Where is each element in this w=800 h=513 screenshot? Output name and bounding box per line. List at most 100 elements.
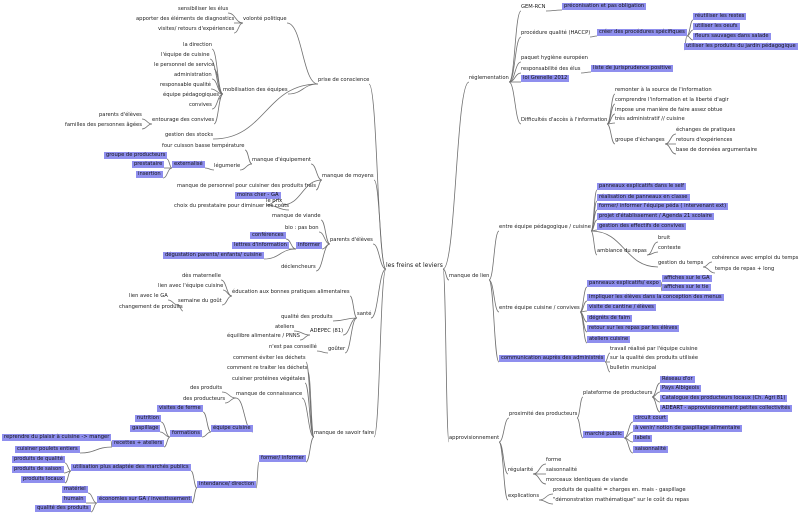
mindmap-node-equipe-pedagogiques[interactable]: équipe pédagogiques: [163, 92, 219, 98]
mindmap-node-equilibre-alimentaire-pnns[interactable]: équilibre alimentaire / PNNS: [227, 333, 300, 339]
mindmap-node-former-informer-l-equipe-peda-intervenan[interactable]: former/ informer l'équipe péda ( interve…: [597, 203, 729, 210]
mindmap-node-nutrition[interactable]: nutrition: [135, 415, 162, 422]
mindmap-node-realisation-de-panneaux-en-classe[interactable]: réalisation de panneaux en classe: [597, 194, 690, 201]
mindmap-node-parents-d-eleves[interactable]: parents d'élèves: [330, 237, 373, 243]
mindmap-node-informer[interactable]: informer: [296, 242, 323, 249]
mindmap-node-manque-de-connaissance[interactable]: manque de connaissance: [236, 391, 303, 397]
mindmap-node-saisonnalite[interactable]: saisonnalité: [546, 467, 578, 473]
mindmap-node-manque-de-viande[interactable]: manque de viande: [272, 213, 321, 219]
mindmap-node-base-de-donnees-argumentaire[interactable]: base de données argumentaire: [676, 147, 758, 153]
mindmap-node-marche-public[interactable]: marché public: [583, 431, 624, 438]
mindmap-node-labels[interactable]: labels: [633, 435, 653, 442]
mindmap-node-des-produits[interactable]: des produits: [190, 385, 223, 391]
mindmap-node-l-equipe-de-cuisine[interactable]: l'équipe de cuisine: [161, 52, 210, 58]
mindmap-node-bio-pas-bon[interactable]: bio : pas bon: [285, 225, 319, 231]
mindmap-node-le-prix[interactable]: le prix: [266, 198, 283, 204]
mindmap-node-forme[interactable]: forme: [546, 457, 562, 463]
mindmap-node-reprendre-du-plaisir-a-cuisine-manger[interactable]: reprendre du plaisir à cuisine -> manger: [2, 434, 112, 441]
mindmap-node-mobilisation-des-equipes[interactable]: mobilisation des équipes: [223, 87, 288, 93]
mindmap-node-gestion-des-stocks[interactable]: gestion des stocks: [165, 132, 214, 138]
mindmap-node-choix-du-prestataire-pour-diminuer-les-c[interactable]: choix du prestataire pour diminuer les c…: [174, 203, 289, 209]
mindmap-node-produits-de-saison[interactable]: produits de saison: [12, 466, 64, 473]
mindmap-node-economies-sur-ga-investissement[interactable]: économies sur GA / investissement: [97, 496, 193, 503]
mindmap-node-affiches-sur-le-tie[interactable]: affiches sur le tie: [662, 284, 711, 291]
mindmap-node-manque-de-savoir-faire[interactable]: manque de savoir faire: [314, 430, 375, 436]
mindmap-node-a-venir-notion-de-gaspillage-alimentaire[interactable]: à venir/ notion de gaspillage alimentair…: [633, 425, 743, 432]
mindmap-node-procedure-qualite-haccp[interactable]: procédure qualité (HACCP): [521, 30, 591, 36]
mindmap-node-qualite-des-produits[interactable]: qualité des produits: [281, 314, 333, 320]
mindmap-node-comprendre-l-information-et-la-liberte-d[interactable]: comprendre l'information et la liberté d…: [615, 97, 729, 103]
mindmap-node-intendance-direction[interactable]: intendance/ direction: [197, 481, 257, 488]
mindmap-node-responsabilite-des-elus[interactable]: responsabilité des élus: [521, 66, 581, 72]
mindmap-node-cuisiner-poulets-entiers[interactable]: cuisiner poulets entiers: [15, 446, 80, 453]
mindmap-node-declencheurs[interactable]: déclencheurs: [281, 264, 316, 270]
mindmap-node-four-cuisson-basse-temperature[interactable]: four cuisson basse température: [162, 143, 245, 149]
mindmap-node-sante[interactable]: santé: [357, 311, 372, 317]
mindmap-node-visite-de-cantine-eleves[interactable]: visite de cantine / élèves: [587, 304, 656, 311]
mindmap-node-prestataire[interactable]: prestataire: [132, 161, 165, 168]
mindmap-node-echanges-de-pratiques[interactable]: échanges de pratiques: [676, 127, 736, 133]
mindmap-node-temps-de-repas-long[interactable]: temps de repas + long: [715, 266, 775, 272]
mindmap-node-reseau-d-or[interactable]: Réseau d'or: [660, 376, 695, 383]
mindmap-node-impose-une-maniere-de-faire-assez-obtue[interactable]: impose une manière de faire assez obtue: [615, 107, 723, 113]
mindmap-node-produits-de-qualite[interactable]: produits de qualité: [12, 456, 65, 463]
mindmap-node-impliquer-les-eleves-dans-la-conception-[interactable]: impliquer les élèves dans la conception …: [587, 294, 724, 301]
mindmap-node-entourage-des-convives[interactable]: entourage des convives: [152, 117, 215, 123]
mindmap-node-produits-locaux[interactable]: produits locaux: [21, 476, 65, 483]
mindmap-node-panneaux-explicatifs-expo[interactable]: panneaux explicatifs/ expo: [587, 280, 661, 287]
mindmap-node-former-informer[interactable]: former/ informer: [259, 455, 306, 462]
mindmap-node-manque-d-equipement[interactable]: manque d'équipement: [252, 157, 311, 163]
mindmap-node-education-aux-bonnes-pratiques-alimentai[interactable]: éducation aux bonnes pratiques alimentai…: [232, 289, 350, 295]
mindmap-node-proximite-des-producteurs[interactable]: proximité des producteurs: [509, 411, 578, 417]
mindmap-node-demonstration-mathematique-sur-le-cout-d[interactable]: "démonstration mathématique" sur le coût…: [553, 497, 689, 503]
mindmap-node-adepec-81[interactable]: ADEPEC (81): [310, 328, 344, 334]
mindmap-node-degrets-de-faim[interactable]: dégréts de faim: [587, 315, 633, 322]
mindmap-node-utilisation-plus-adaptee-des-marches-pub[interactable]: utilisation plus adaptée des marchés pub…: [71, 464, 191, 471]
mindmap-node-difficultes-d-acces-a-l-information[interactable]: Difficultés d'accès à l'information: [521, 117, 608, 123]
mindmap-node-administration[interactable]: administration: [174, 72, 212, 78]
mindmap-node-insertion[interactable]: insertion: [136, 171, 163, 178]
mindmap-node-travail-realise-par-l-equipe-cuisine[interactable]: travail réalisé par l'équipe cuisine: [610, 346, 698, 352]
mindmap-node-visites-de-ferme[interactable]: visites de ferme: [157, 405, 203, 412]
mindmap-node-paquet-hygiene-europeen[interactable]: paquet hygiène européen: [521, 55, 588, 61]
mindmap-node-prise-de-conscience[interactable]: prise de conscience: [318, 77, 370, 83]
mindmap-node-lettres-d-information[interactable]: lettres d'information: [232, 242, 289, 249]
mindmap-node-comment-eviter-les-dechets[interactable]: comment éviter les déchets: [233, 355, 306, 361]
mindmap-node-liste-de-jurisprudence-positive[interactable]: liste de jurisprudence positive: [591, 65, 674, 72]
mindmap-node-contexte[interactable]: contexte: [658, 245, 681, 251]
mindmap-node-moins-cher-ga[interactable]: moins cher - GA: [235, 192, 281, 199]
mindmap-node-coherence-avec-emploi-du-temps[interactable]: cohérence avec emploi du temps: [712, 255, 799, 261]
mindmap-node-volonte-politique[interactable]: volonté politique: [243, 16, 287, 22]
mindmap-node-ateliers-cuisine[interactable]: ateliers cuisine: [587, 336, 631, 343]
mindmap-node-le-personnel-de-service[interactable]: le personnel de service: [154, 62, 215, 68]
mindmap-node-plateforme-de-producteurs[interactable]: plateforme de producteurs: [583, 390, 653, 396]
mindmap-node-adeart-approvisionnement-petites-collect[interactable]: ADEART - approvisionnement petites colle…: [660, 405, 793, 412]
mindmap-node-explications[interactable]: explications: [508, 493, 540, 499]
mindmap-node-approvisionnement[interactable]: approvisionnement: [449, 435, 500, 441]
mindmap-node-qualite-des-produits[interactable]: qualité des produits: [35, 505, 91, 512]
mindmap-node-changement-de-produits[interactable]: changement de produits: [119, 304, 183, 310]
mindmap-node-bulletin-municipal[interactable]: bulletin municipal: [610, 365, 657, 371]
mindmap-node-circuit-court[interactable]: circuit court: [633, 415, 669, 422]
mindmap-node-gestion-des-effectifs-de-convives[interactable]: gestion des effectifs de convives: [597, 223, 686, 230]
mindmap-node-gaspillage[interactable]: gaspillage: [130, 425, 161, 432]
mindmap-node-externalise[interactable]: externalisé: [172, 161, 205, 168]
mindmap-node-regularite[interactable]: régularité: [508, 467, 534, 473]
mindmap-node-gem-rcn[interactable]: GEM-RCN: [521, 4, 546, 10]
mindmap-node-apporter-des-elements-de-diagnostics[interactable]: apporter des éléments de diagnostics: [136, 16, 235, 22]
mindmap-node-utiliser-les-oeufs[interactable]: utiliser les oeufs: [693, 23, 740, 30]
mindmap-node-preconisation-et-pas-obligation[interactable]: préconisation et pas obligation: [562, 3, 647, 10]
mindmap-node-legumerie[interactable]: légumerie: [214, 163, 241, 169]
mindmap-node-groupe-d-echanges[interactable]: groupe d'échanges: [615, 137, 665, 143]
mindmap-node-catalogue-des-producteurs-locaux-ch-agri[interactable]: Catalogue des producteurs locaux (Ch. Ag…: [660, 395, 788, 402]
mindmap-node-equipe-cuisine[interactable]: équipe cuisine: [211, 425, 253, 432]
mindmap-node-communication-aupres-des-administres[interactable]: communication auprès des administrés: [499, 355, 606, 362]
mindmap-node-comment-re-traiter-les-dechets[interactable]: comment re traiter les déchets: [227, 365, 308, 371]
mindmap-node-gouter[interactable]: goûter: [328, 346, 346, 352]
mindmap-node-lien-avec-l-equipe-cuisine[interactable]: lien avec l'équipe cuisine: [158, 283, 224, 289]
mindmap-node-reglementation[interactable]: réglementation: [469, 75, 509, 81]
mindmap-node-bruit[interactable]: bruit: [658, 235, 671, 241]
central-topic[interactable]: les freins et leviers: [386, 262, 443, 269]
mindmap-node-manque-de-moyens[interactable]: manque de moyens: [322, 173, 374, 179]
mindmap-node-responsable-qualite[interactable]: responsable qualité: [160, 82, 211, 88]
